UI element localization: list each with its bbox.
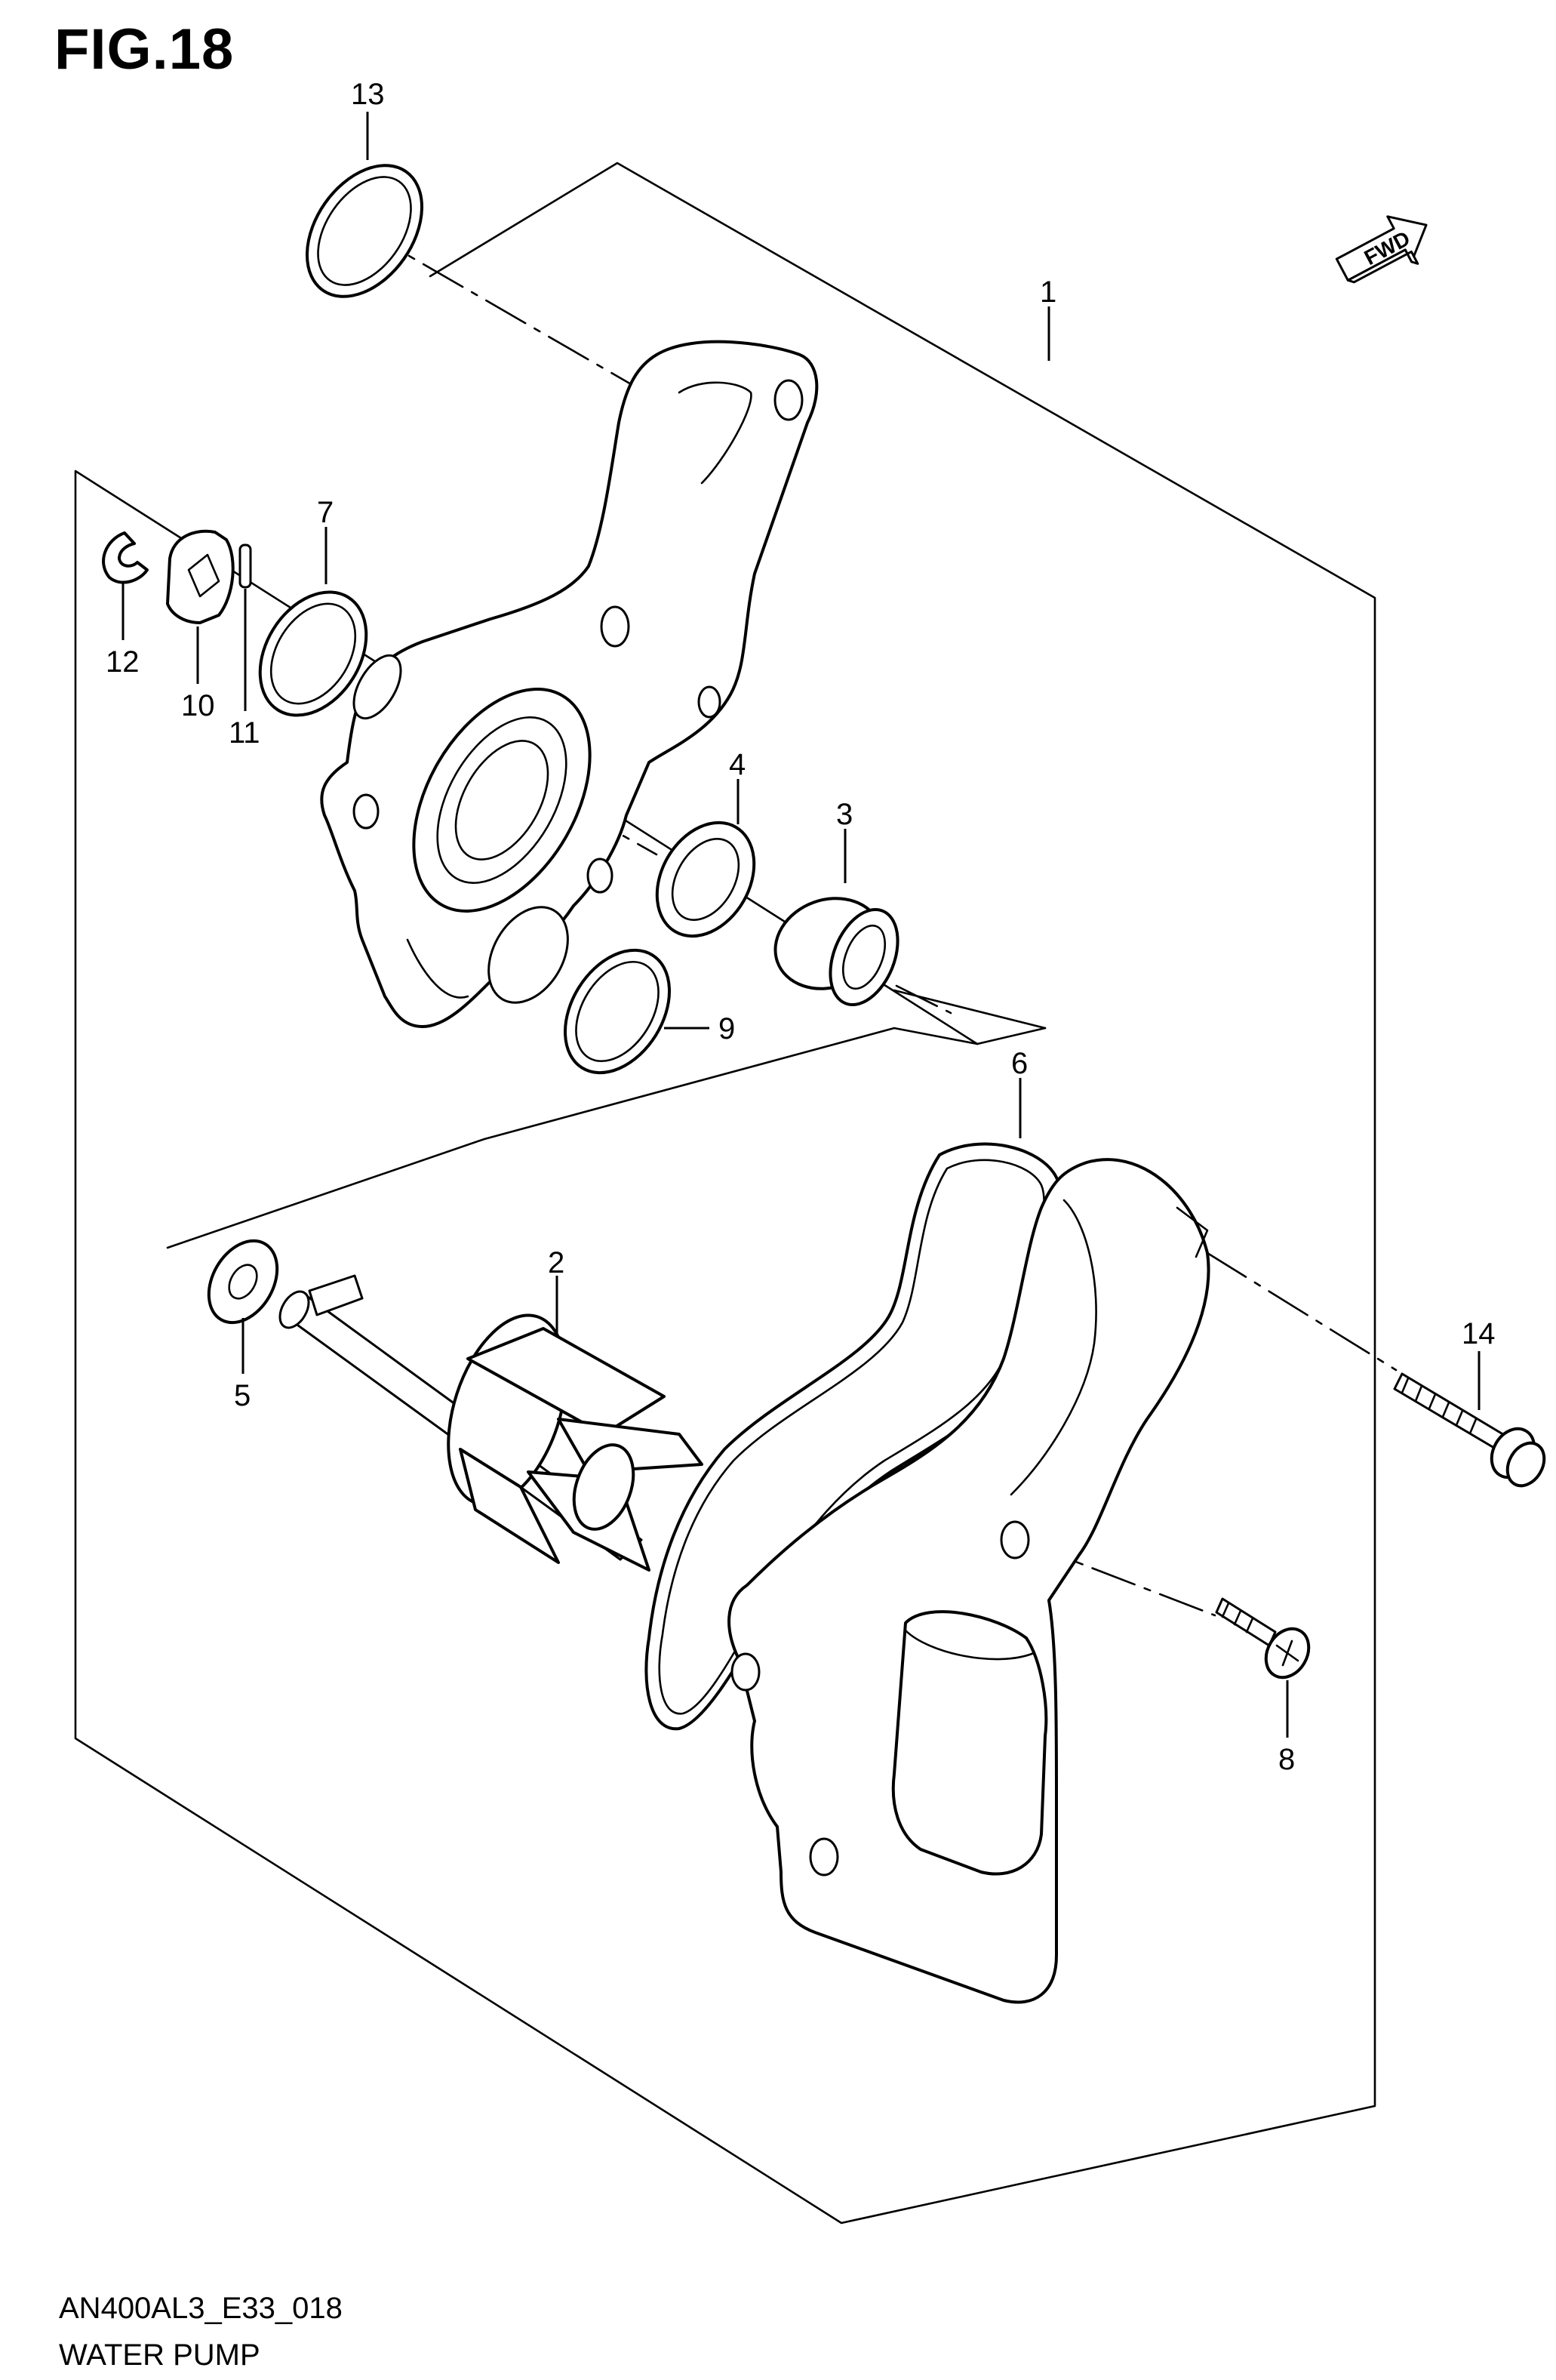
callout-3: 3	[836, 798, 853, 831]
part-1-pump-case	[320, 340, 819, 1028]
callout-5: 5	[234, 1379, 251, 1412]
part-10-drive-plate	[166, 529, 235, 624]
callout-9: 9	[718, 1012, 735, 1045]
part-8-screw	[1215, 1597, 1311, 1680]
callout-2: 2	[548, 1246, 564, 1279]
callout-14: 14	[1462, 1317, 1496, 1350]
part-11-pin	[238, 543, 252, 589]
callout-numbers: 1 2 3 4 5 6 7 8 9 10 11 12 13 14	[106, 78, 1496, 1776]
callout-7: 7	[317, 496, 334, 529]
part-2-impeller-shaft	[278, 1274, 703, 1572]
callout-6: 6	[1011, 1047, 1028, 1080]
part-1-pump-cover	[727, 1158, 1210, 2004]
figure-title: FIG.18	[54, 17, 235, 82]
part-14-flange-bolt	[1393, 1372, 1546, 1488]
diagram-name: WATER PUMP	[59, 2338, 260, 2372]
callout-10: 10	[181, 689, 215, 722]
callout-11: 11	[229, 716, 260, 750]
callout-1: 1	[1040, 276, 1056, 309]
part-12-e-clip	[102, 531, 149, 584]
part-9-o-ring	[563, 948, 672, 1075]
part-13-o-ring	[305, 164, 424, 298]
callout-8: 8	[1278, 1743, 1295, 1776]
fwd-arrow-icon: FWD	[1335, 215, 1428, 284]
callout-4: 4	[729, 748, 746, 781]
callout-12: 12	[106, 645, 140, 679]
callout-13: 13	[351, 78, 385, 111]
part-4-oil-seal	[655, 821, 756, 938]
diagram-code: AN400AL3_E33_018	[59, 2292, 343, 2325]
part-5-washer	[207, 1239, 279, 1325]
part-7-o-ring	[258, 590, 368, 717]
callout-leader-lines	[121, 112, 1481, 1738]
part-3-mechanical-seal	[773, 897, 899, 1007]
